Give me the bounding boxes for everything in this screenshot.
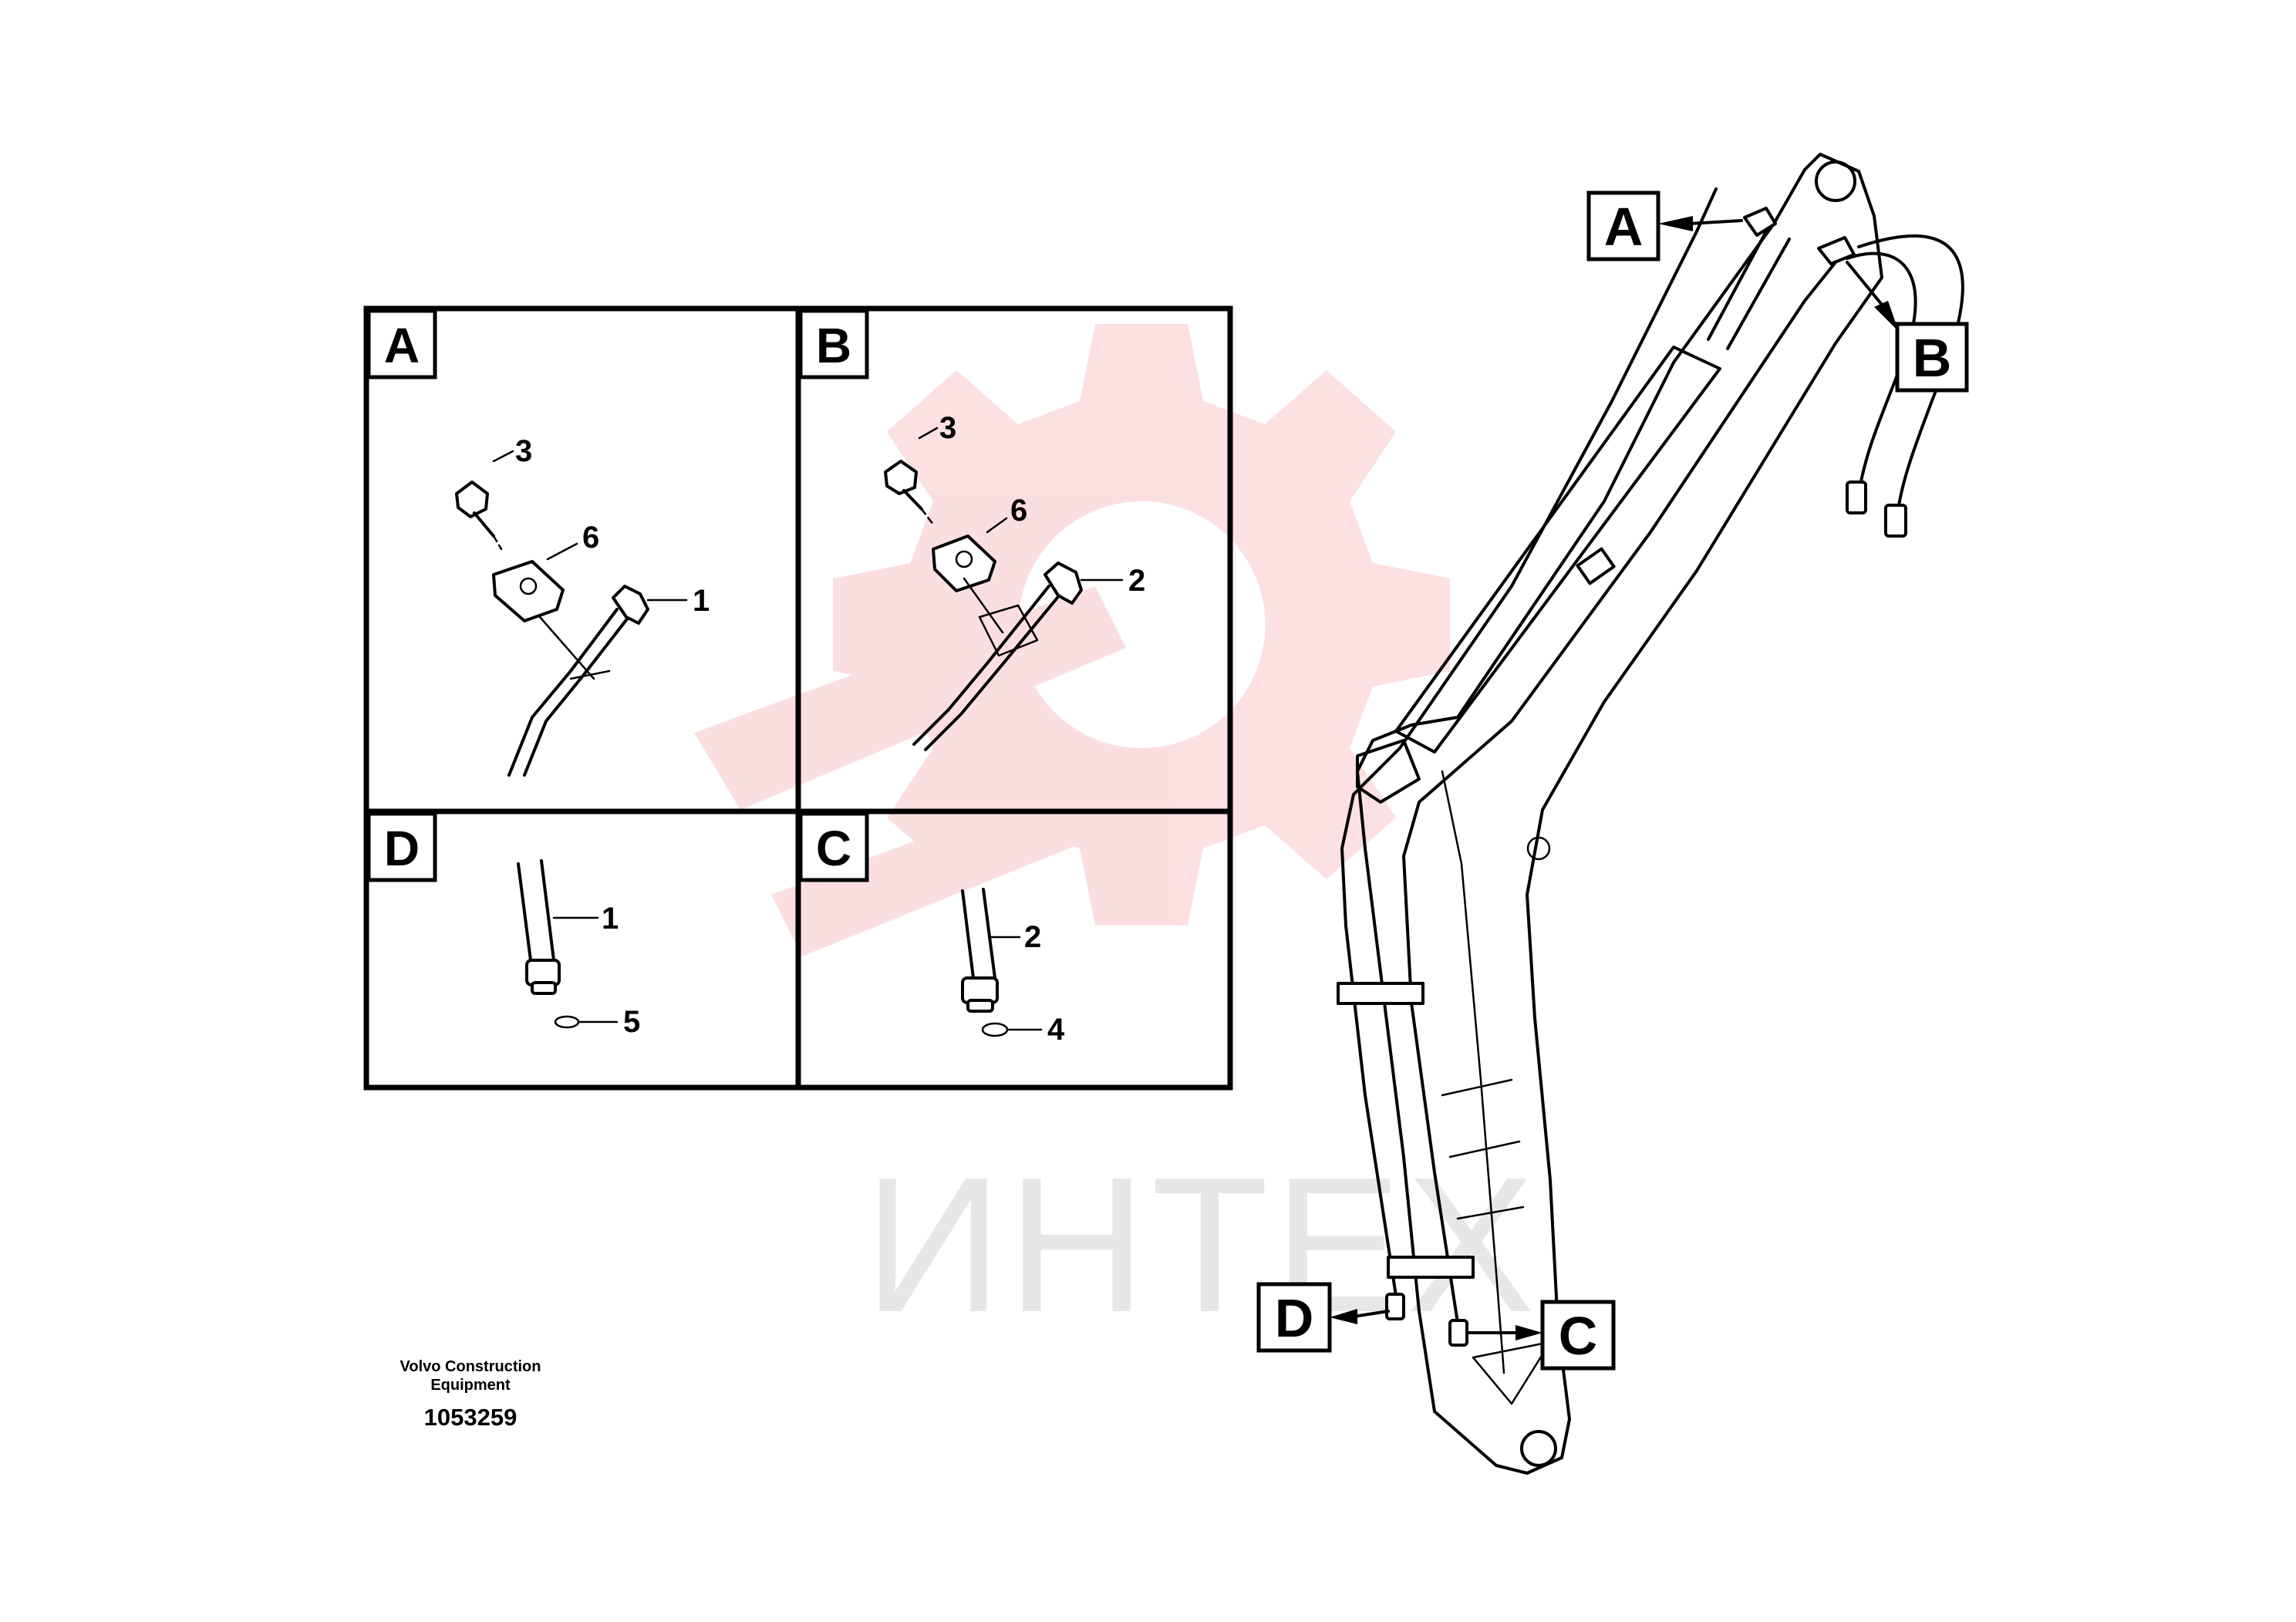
- fitting-a-icon: [1743, 207, 1777, 237]
- callout-line-6: [986, 517, 1008, 534]
- hydraulic-tube-2: [1402, 261, 1837, 1324]
- fitting-b-icon: [1817, 236, 1856, 265]
- callout-d-1: 1: [602, 902, 619, 936]
- callout-line-3: [492, 450, 514, 463]
- cylinder-rod: [1707, 230, 1768, 341]
- clamp-part: [932, 534, 996, 592]
- boom-callout-d: D: [1256, 1282, 1390, 1353]
- callout-a-6: 6: [582, 521, 599, 555]
- panel-d: D 1 5: [366, 811, 640, 1039]
- boom-callout-c: C: [1468, 1300, 1616, 1371]
- hose-end-part: [517, 859, 561, 995]
- callout-b-2: 2: [1128, 564, 1145, 598]
- watermark-wrench-icon: [694, 586, 1126, 810]
- boom-assembly: A B D C: [1256, 153, 1969, 1475]
- detail-panels: A 3 6 1: [363, 305, 1233, 1091]
- credit-company: Volvo Construction Equipment: [400, 1358, 541, 1394]
- hydraulic-tube-1: [1340, 187, 1718, 1297]
- bolt-part: [455, 481, 503, 551]
- callout-c-4: 4: [1047, 1013, 1065, 1047]
- boom-callout-a: A: [1586, 191, 1743, 261]
- panel-a-letter: A: [384, 318, 420, 373]
- callout-b-3: 3: [939, 411, 956, 445]
- tube-clamp-icon: [1576, 547, 1616, 585]
- hose-end-fitting-icon: [1846, 481, 1867, 514]
- boom-label-a: A: [1604, 197, 1644, 257]
- panel-b: B 3 6 2: [798, 309, 1145, 751]
- o-ring-part: [981, 1022, 1009, 1037]
- hose-end-part: [961, 888, 999, 1013]
- panel-d-letter: D: [384, 821, 420, 876]
- tube-clamp-icon: [1337, 982, 1424, 1005]
- fitting-d-icon: [1385, 1293, 1405, 1320]
- callout-b-6: 6: [1010, 494, 1027, 528]
- part-number: 1053259: [423, 1404, 518, 1431]
- panel-a-letter-box: [366, 309, 437, 379]
- fitting-c-icon: [1448, 1319, 1468, 1347]
- watermark-logo: [694, 324, 1450, 956]
- panel-c-letter-box: [798, 811, 869, 882]
- callout-line-3: [918, 427, 939, 440]
- boom-outline: [1356, 153, 1883, 1475]
- boom-label-b: B: [1913, 328, 1952, 388]
- o-ring-part: [554, 1015, 580, 1029]
- panel-c: C 2 4: [798, 811, 1065, 1047]
- hose-part: [912, 561, 1083, 751]
- cylinder-mount: [1356, 739, 1421, 804]
- panel-b-letter-box: [798, 309, 869, 379]
- clamp-part: [492, 560, 565, 622]
- bolt-part: [884, 460, 935, 526]
- callout-d-5: 5: [623, 1005, 640, 1039]
- callout-line-6: [546, 542, 578, 561]
- boom-hole-icon: [1526, 836, 1551, 861]
- callout-a-1: 1: [693, 584, 710, 618]
- boom-cutout: [1472, 1340, 1552, 1405]
- callout-c-2: 2: [1024, 920, 1041, 954]
- boom-callout-b: B: [1846, 261, 1969, 393]
- watermark-text: ИНТЕХ: [864, 1137, 1540, 1352]
- boom-label-c: C: [1559, 1306, 1598, 1366]
- watermark-gear-icon: [833, 324, 1450, 926]
- panel-c-letter: C: [816, 821, 851, 876]
- panel-d-letter-box: [366, 811, 437, 882]
- watermark-key-icon: [771, 756, 1165, 956]
- boom-top-pin-icon: [1815, 160, 1856, 202]
- tube-clamp-icon: [1387, 1256, 1475, 1279]
- hose-part: [507, 585, 649, 777]
- callout-a-3: 3: [515, 434, 532, 468]
- boom-cylinder: [1394, 346, 1721, 754]
- boom-inner-edge: [1441, 770, 1505, 1374]
- panel-b-letter: B: [816, 318, 851, 373]
- hose-end-fitting-icon: [1884, 504, 1907, 538]
- boom-label-d: D: [1275, 1288, 1314, 1348]
- panel-a: A 3 6 1: [366, 309, 710, 777]
- boom-bottom-pin-icon: [1520, 1430, 1557, 1467]
